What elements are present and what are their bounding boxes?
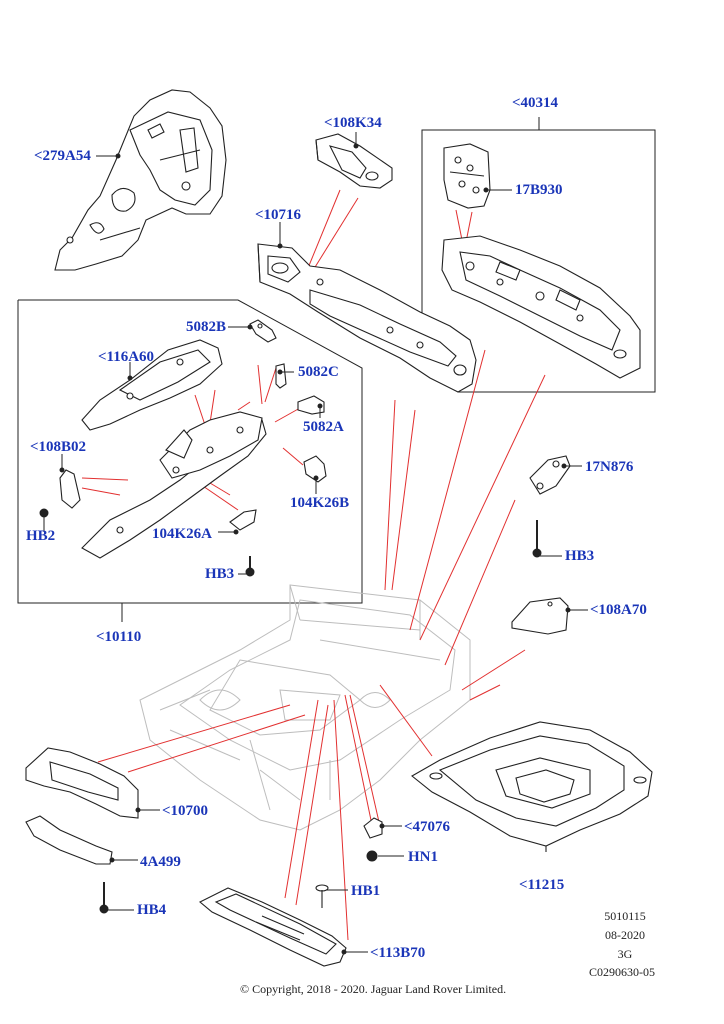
callout-4A499: 4A499 [140, 854, 181, 870]
part-5082B-stud [249, 319, 277, 343]
fastener-HB1 [315, 884, 329, 908]
part-104K26B-bracket [303, 455, 327, 483]
callout-HB3-right: HB3 [565, 548, 595, 564]
part-11215-floor-panel [411, 721, 653, 852]
callout-104K26A: 104K26A [152, 526, 212, 542]
callout-HB4: HB4 [137, 902, 167, 918]
group-box-10110 [17, 299, 363, 622]
callout-116A60: <116A60 [98, 349, 155, 365]
callout-5082A: 5082A [303, 419, 344, 435]
callout-HB1: HB1 [351, 883, 381, 899]
fastener-HB3-frame [245, 556, 255, 577]
callout-ticks [43, 132, 588, 955]
callout-279A54: <279A54 [34, 148, 91, 164]
part-5082A-bracket [297, 395, 325, 415]
callout-113B70: <113B70 [370, 945, 426, 961]
part-10700-crossmember [25, 747, 139, 819]
part-17N876-bracket [529, 455, 571, 495]
callout-HB2: HB2 [26, 528, 56, 544]
part-4A499-bar [25, 815, 113, 865]
callout-HB3-frame: HB3 [205, 566, 235, 582]
part-17B930-bracket [443, 143, 491, 209]
doc-number: 5010115 [604, 909, 646, 923]
fastener-HB2 [39, 508, 49, 528]
part-104K26A-bracket [229, 509, 257, 531]
callout-10716: <10716 [255, 207, 302, 223]
doc-revision: 3G [617, 947, 633, 961]
callout-10110: <10110 [96, 629, 142, 645]
part-108K34-bracket [315, 133, 393, 189]
callout-108B02: <108B02 [30, 439, 87, 455]
callout-5082B: 5082B [186, 319, 227, 335]
callout-17N876: 17N876 [585, 459, 634, 475]
fastener-HB4 [99, 882, 109, 914]
part-113B70-tray [199, 887, 347, 967]
part-10716-crossmember [257, 243, 477, 393]
fastener-HN1 [366, 850, 378, 862]
ghost-floor-assembly [139, 584, 471, 831]
fastener-HB3-right [532, 520, 542, 558]
callout-HN1: HN1 [408, 849, 438, 865]
part-279A54-panel [54, 89, 227, 271]
callout-47076: <47076 [404, 819, 451, 835]
callout-11215: <11215 [519, 877, 565, 893]
callout-10700: <10700 [162, 803, 209, 819]
part-5082C-clip [275, 363, 287, 389]
illustration-id: C0290630-05 [589, 965, 655, 979]
callout-108A70: <108A70 [590, 602, 647, 618]
part-47076-clip [363, 817, 383, 839]
callout-40314: <40314 [512, 95, 559, 111]
part-10110-frame [59, 411, 267, 559]
part-40314-rear-panel [441, 235, 641, 379]
callout-5082C: 5082C [298, 364, 339, 380]
doc-date: 08-2020 [605, 928, 645, 942]
group-box-40314 [421, 117, 656, 393]
callout-108K34: <108K34 [324, 115, 382, 131]
leader-lines [81, 189, 546, 941]
callout-104K26B: 104K26B [290, 495, 350, 511]
copyright-text: © Copyright, 2018 - 2020. Jaguar Land Ro… [240, 982, 507, 996]
callout-17B930: 17B930 [515, 182, 563, 198]
part-108A70-bracket [511, 597, 569, 635]
